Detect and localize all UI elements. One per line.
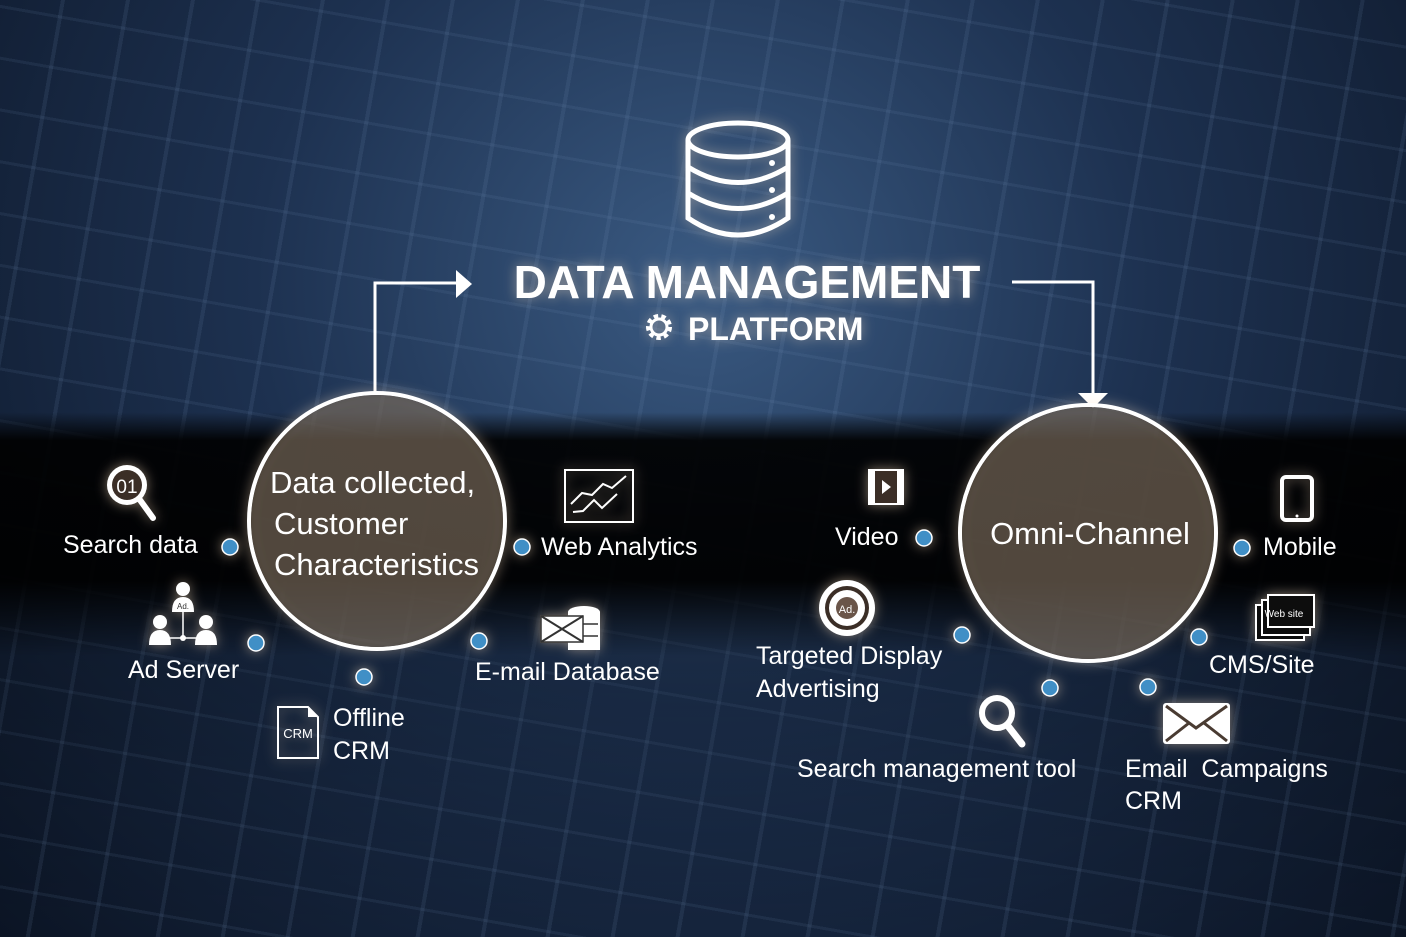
label-offline-crm-1: Offline [333, 704, 405, 732]
label-offline-crm-2: CRM [333, 737, 390, 765]
flow-arrow-right [1012, 280, 1095, 395]
arrowhead-right-icon [456, 270, 472, 298]
title-main: DATA MANAGEMENT [514, 256, 981, 308]
gear-icon [646, 314, 672, 340]
svg-text:Web site: Web site [1265, 609, 1304, 620]
mobile-tablet-icon [1280, 475, 1314, 522]
label-targeted-display-2: Advertising [756, 675, 880, 703]
label-search-management-tool: Search management tool [797, 755, 1076, 783]
svg-text:Ad.: Ad. [839, 604, 856, 616]
connector-dots [221, 529, 1251, 697]
svg-text:Ad.: Ad. [177, 602, 189, 611]
label-targeted-display-1: Targeted Display [756, 642, 943, 670]
video-film-icon [868, 469, 904, 505]
label-email-database: E-mail Database [475, 658, 660, 686]
label-email-campaigns: Email Campaigns [1125, 755, 1328, 783]
left-hub-line-2: Customer [274, 506, 408, 541]
database-icon [685, 120, 791, 238]
svg-text:01: 01 [116, 477, 137, 498]
svg-text:CRM: CRM [283, 726, 313, 741]
left-hub-circle [247, 391, 507, 651]
left-hub-line-3: Characteristics [274, 547, 479, 582]
label-mobile: Mobile [1263, 533, 1337, 561]
right-hub-circle [958, 403, 1218, 663]
left-hub-line-1: Data collected, [270, 465, 475, 500]
label-cms-site: CMS/Site [1209, 651, 1315, 679]
ad-server-icon: Ad. [149, 582, 217, 645]
search-data-icon: 01 [107, 465, 156, 521]
flow-arrow-left [373, 281, 458, 395]
label-search-data: Search data [63, 531, 198, 559]
magnifier-icon [979, 695, 1026, 748]
email-database-icon [540, 606, 600, 650]
label-video: Video [835, 523, 899, 551]
label-ad-server: Ad Server [128, 656, 239, 684]
right-hub-label: Omni-Channel [990, 516, 1190, 551]
website-stack-icon: Web site [1255, 594, 1315, 641]
label-web-analytics: Web Analytics [541, 533, 698, 561]
envelope-icon [1163, 703, 1230, 744]
web-analytics-chart-icon [564, 469, 634, 523]
label-email-crm: CRM [1125, 787, 1182, 815]
arrowhead-down-icon [1078, 393, 1108, 408]
ad-target-icon: Ad. [819, 580, 875, 636]
crm-document-icon: CRM [277, 706, 319, 759]
title-sub: PLATFORM [688, 311, 863, 347]
